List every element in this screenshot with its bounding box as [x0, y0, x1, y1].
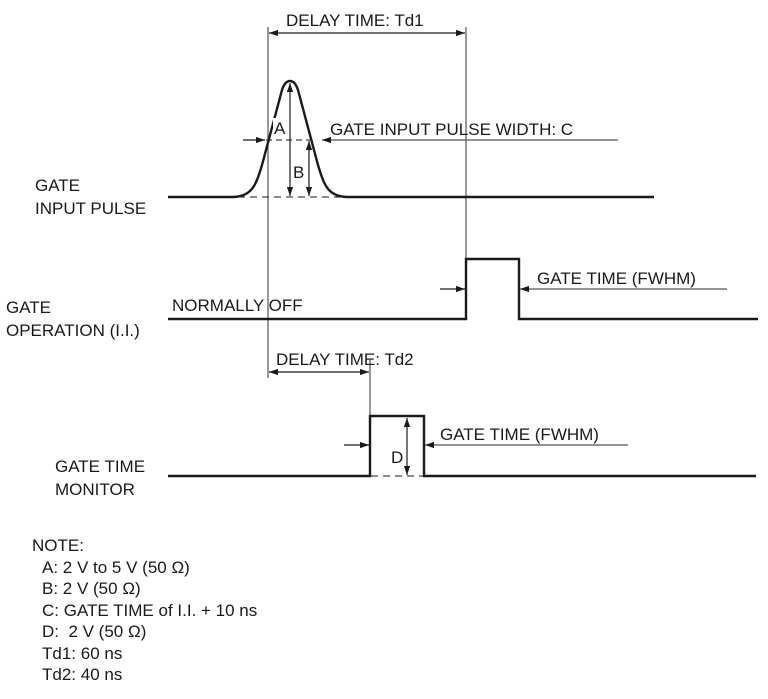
- gate-input-pulse-label-line1: GATE: [35, 176, 81, 195]
- marker-b-label: B: [293, 162, 305, 183]
- pulse-width-label: GATE INPUT PULSE WIDTH: C: [330, 120, 574, 139]
- gate-time-monitor-label-line2: MONITOR: [55, 480, 135, 499]
- gate-time-monitor-label-line1: GATE TIME: [55, 457, 146, 476]
- gate-input-pulse-waveform: [168, 79, 654, 199]
- gate-operation-label-line1: GATE: [6, 298, 52, 317]
- note-item: Td2: 40 ns: [42, 665, 123, 684]
- marker-d-label: D: [391, 448, 404, 467]
- delay-td2-label: DELAY TIME: Td2: [276, 350, 414, 369]
- gate-operation-waveform: [168, 257, 758, 321]
- note-block: NOTE: A: 2 V to 5 V (50 Ω) B: 2 V (50 Ω)…: [32, 535, 257, 686]
- gate-operation-label-line2: OPERATION (I.I.): [6, 321, 140, 340]
- note-item: C: GATE TIME of I.I. + 10 ns: [42, 600, 258, 620]
- note-item: D: 2 V (50 Ω): [42, 622, 147, 641]
- gate-input-pulse-label-line2: INPUT PULSE: [35, 199, 147, 218]
- note-item: Td1: 60 ns: [42, 643, 123, 663]
- note-item: B: 2 V (50 Ω): [42, 579, 141, 598]
- note-item: A: 2 V to 5 V (50 Ω): [42, 557, 190, 577]
- marker-a-label: A: [273, 118, 287, 139]
- note-title: NOTE:: [32, 536, 84, 555]
- delay-td1-label: DELAY TIME: Td1: [286, 11, 424, 30]
- normally-off-label: NORMALLY OFF: [172, 296, 303, 315]
- gate-time-mon-label: GATE TIME (FWHM): [440, 425, 599, 444]
- gate-time-monitor-waveform: [168, 414, 756, 478]
- gate-time-op-label: GATE TIME (FWHM): [537, 269, 696, 288]
